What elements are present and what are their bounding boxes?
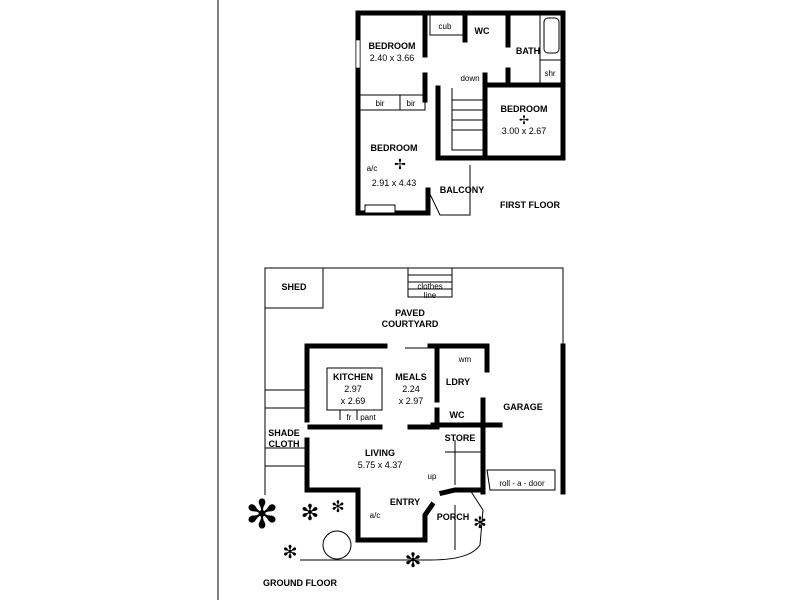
plant-icon: ✻: [282, 542, 297, 562]
clothes-line-label: line: [424, 291, 437, 300]
bir2-label: bir: [407, 99, 416, 108]
entry-label: ENTRY: [390, 497, 420, 507]
fan-icon: ✢: [394, 158, 406, 173]
meals-size: x 2.97: [399, 396, 424, 406]
ac-label: a/c: [367, 164, 378, 173]
living-label: LIVING: [365, 448, 395, 458]
tree-icon: ✻: [245, 492, 279, 537]
bath-label: BATH: [516, 46, 540, 56]
plant-icon: ✻: [331, 499, 344, 516]
bedroom2-size: 3.00 x 2.67: [502, 126, 547, 136]
kitchen-label: KITCHEN: [333, 372, 373, 382]
bedroom3-label: BEDROOM: [371, 143, 418, 153]
shade-cloth-label: SHADE: [268, 428, 300, 438]
plant-icon: ✻: [473, 515, 486, 532]
porch-label: PORCH: [437, 512, 470, 522]
wc-label: WC: [450, 410, 465, 420]
clothes-line-label: clothes: [417, 282, 442, 291]
wm-label: wm: [458, 355, 472, 364]
laundry-label: LDRY: [446, 377, 470, 387]
ground-floor-title: GROUND FLOOR: [263, 578, 337, 588]
bedroom3-size: 2.91 x 4.43: [372, 178, 417, 188]
store-label: STORE: [445, 433, 476, 443]
meals-size: 2.24: [402, 384, 420, 394]
down-label: down: [460, 74, 479, 83]
roll-door-label: roll - a - door: [499, 479, 545, 488]
shr-label: shr: [544, 69, 555, 78]
bir1-label: bir: [376, 99, 385, 108]
fan-icon: ✢: [519, 113, 529, 127]
up-label: up: [428, 472, 437, 481]
garage-label: GARAGE: [503, 402, 543, 412]
courtyard-label: PAVED: [395, 308, 425, 318]
first-floor-plan: FIRST FLOOR BEDROOM 2.40 x 3.66 BEDROOM …: [355, 10, 566, 216]
bedroom1-size: 2.40 x 3.66: [370, 53, 415, 63]
plant-icon: ✻: [301, 500, 319, 525]
first-floor-title: FIRST FLOOR: [500, 200, 560, 210]
ac-label: a/c: [370, 511, 381, 520]
pantry-label: pant: [360, 413, 376, 422]
fridge-label: fr: [347, 413, 352, 422]
bedroom2-label: BEDROOM: [501, 104, 548, 114]
plant-icon: ✻: [405, 550, 422, 572]
bedroom1-label: BEDROOM: [369, 41, 416, 51]
living-size: 5.75 x 4.37: [358, 460, 403, 470]
kitchen-size: 2.97: [344, 384, 362, 394]
courtyard-label: COURTYARD: [382, 319, 439, 329]
shed-label: SHED: [281, 282, 307, 292]
shade-cloth-label: CLOTH: [269, 439, 300, 449]
cub-label: cub: [439, 22, 452, 31]
kitchen-size: x 2.69: [341, 396, 366, 406]
meals-label: MEALS: [395, 372, 427, 382]
balcony-label: BALCONY: [440, 185, 485, 195]
wc-label: WC: [475, 26, 490, 36]
ground-floor-plan: ✻ ✻ ✻ ✻ ✻ ✻ GROUND FLOOR SHED clothes li…: [245, 267, 566, 588]
